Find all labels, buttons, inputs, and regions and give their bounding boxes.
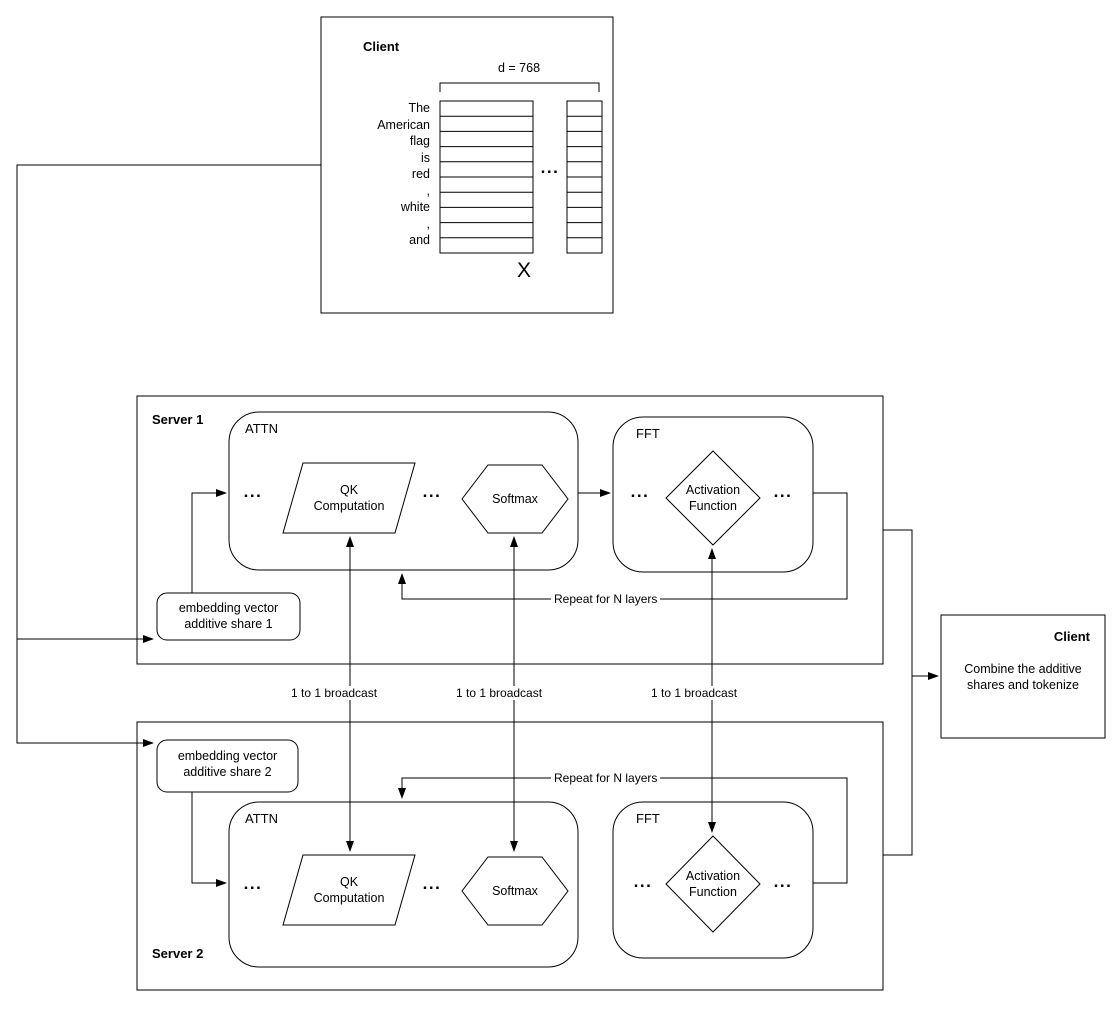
broadcast-label-activation: 1 to 1 broadcast — [648, 686, 741, 700]
attn1-ellipsis-2: ... — [422, 482, 442, 501]
client-right-body-line2: shares and tokenize — [967, 678, 1079, 692]
activation2-line1: Activation — [685, 869, 741, 883]
embedding-share1-box — [156, 592, 301, 641]
broadcast-label-softmax: 1 to 1 broadcast — [453, 686, 546, 700]
token-white: white — [400, 200, 430, 214]
fft2-label: FFT — [636, 811, 660, 826]
qk2-parallelogram — [282, 854, 416, 926]
qk2-line1: QK — [339, 875, 359, 889]
broadcast-label-qk: 1 to 1 broadcast — [288, 686, 381, 700]
server2-title: Server 2 — [152, 946, 204, 961]
matrix-symbol-x: X — [516, 259, 531, 282]
client-right-title: Client — [1053, 629, 1090, 644]
edge-repeat-loop-server2 — [398, 777, 848, 884]
fft1-box — [612, 416, 814, 573]
attn2-ellipsis-2: ... — [422, 874, 442, 893]
attn1-box — [228, 411, 579, 571]
fft1-ellipsis-2: ... — [773, 482, 793, 501]
fft1-label: FFT — [636, 426, 660, 441]
fft1-ellipsis-1: ... — [630, 482, 650, 501]
attn1-label: ATTN — [245, 421, 278, 436]
attn1-ellipsis-1: ... — [243, 482, 263, 501]
attn2-ellipsis-1: ... — [243, 874, 263, 893]
token-comma1: , — [426, 184, 430, 198]
matrix-row-lines — [440, 115, 602, 239]
activation2-label: Activation Function — [663, 868, 763, 900]
embedding-share1-label: embedding vector additive share 1 — [157, 600, 300, 632]
matrix-ellipsis: ... — [540, 158, 560, 177]
client-output-box — [940, 614, 1106, 739]
qk1-line2: Computation — [313, 499, 385, 513]
activation1-diamond — [665, 450, 761, 546]
softmax1-hexagon — [461, 464, 569, 534]
qk1-line1: QK — [339, 483, 359, 497]
embedding-share2-line2: additive share 2 — [183, 765, 272, 779]
dim-label: d = 768 — [497, 61, 541, 75]
embedding-share1-line2: additive share 1 — [184, 617, 273, 631]
edge-share2-to-attn2 — [191, 792, 227, 887]
client-right-body: Combine the additive shares and tokenize — [941, 661, 1105, 693]
server2-box — [136, 721, 884, 991]
softmax1-label: Softmax — [492, 492, 538, 506]
fft2-ellipsis-1: ... — [633, 872, 653, 891]
token-red: red — [411, 167, 430, 181]
token-and: and — [409, 233, 430, 247]
token-the: The — [408, 101, 430, 115]
embedding-share2-box — [156, 739, 299, 793]
attn2-box — [228, 801, 579, 968]
client-right-body-line1: Combine the additive — [964, 662, 1082, 676]
repeat-label-server1: Repeat for N layers — [551, 592, 661, 606]
attn2-label: ATTN — [245, 811, 278, 826]
activation1-line1: Activation — [685, 483, 741, 497]
activation1-label: Activation Function — [663, 482, 763, 514]
fft2-ellipsis-2: ... — [773, 872, 793, 891]
edge-repeat-loop-server1 — [398, 492, 848, 600]
fft2-box — [612, 801, 814, 959]
activation2-line2: Function — [689, 885, 737, 899]
qk1-parallelogram — [282, 462, 416, 534]
repeat-label-server2: Repeat for N layers — [551, 771, 661, 785]
embedding-share2-label: embedding vector additive share 2 — [157, 748, 298, 780]
embedding-share2-line1: embedding vector — [177, 749, 278, 763]
server1-title: Server 1 — [152, 412, 204, 427]
dim-bracket — [439, 82, 600, 92]
token-flag: flag — [409, 134, 430, 148]
edge-client-to-share2 — [16, 639, 154, 747]
edge-server1-to-client — [883, 529, 939, 680]
softmax2-label: Softmax — [492, 884, 538, 898]
edge-share1-to-attn1 — [191, 489, 227, 593]
qk2-label: QK Computation — [284, 874, 414, 906]
token-is: is — [420, 151, 430, 165]
qk2-line2: Computation — [313, 891, 385, 905]
softmax2-hexagon — [461, 856, 569, 926]
activation2-diamond — [665, 835, 761, 933]
token-comma2: , — [426, 217, 430, 231]
embedding-share1-line1: embedding vector — [178, 601, 279, 615]
client-top-title: Client — [363, 39, 400, 54]
edge-server2-to-client — [883, 676, 913, 856]
activation1-line2: Function — [689, 499, 737, 513]
qk1-label: QK Computation — [284, 482, 414, 514]
token-american: American — [377, 118, 430, 132]
edge-client-to-share1 — [16, 164, 321, 643]
